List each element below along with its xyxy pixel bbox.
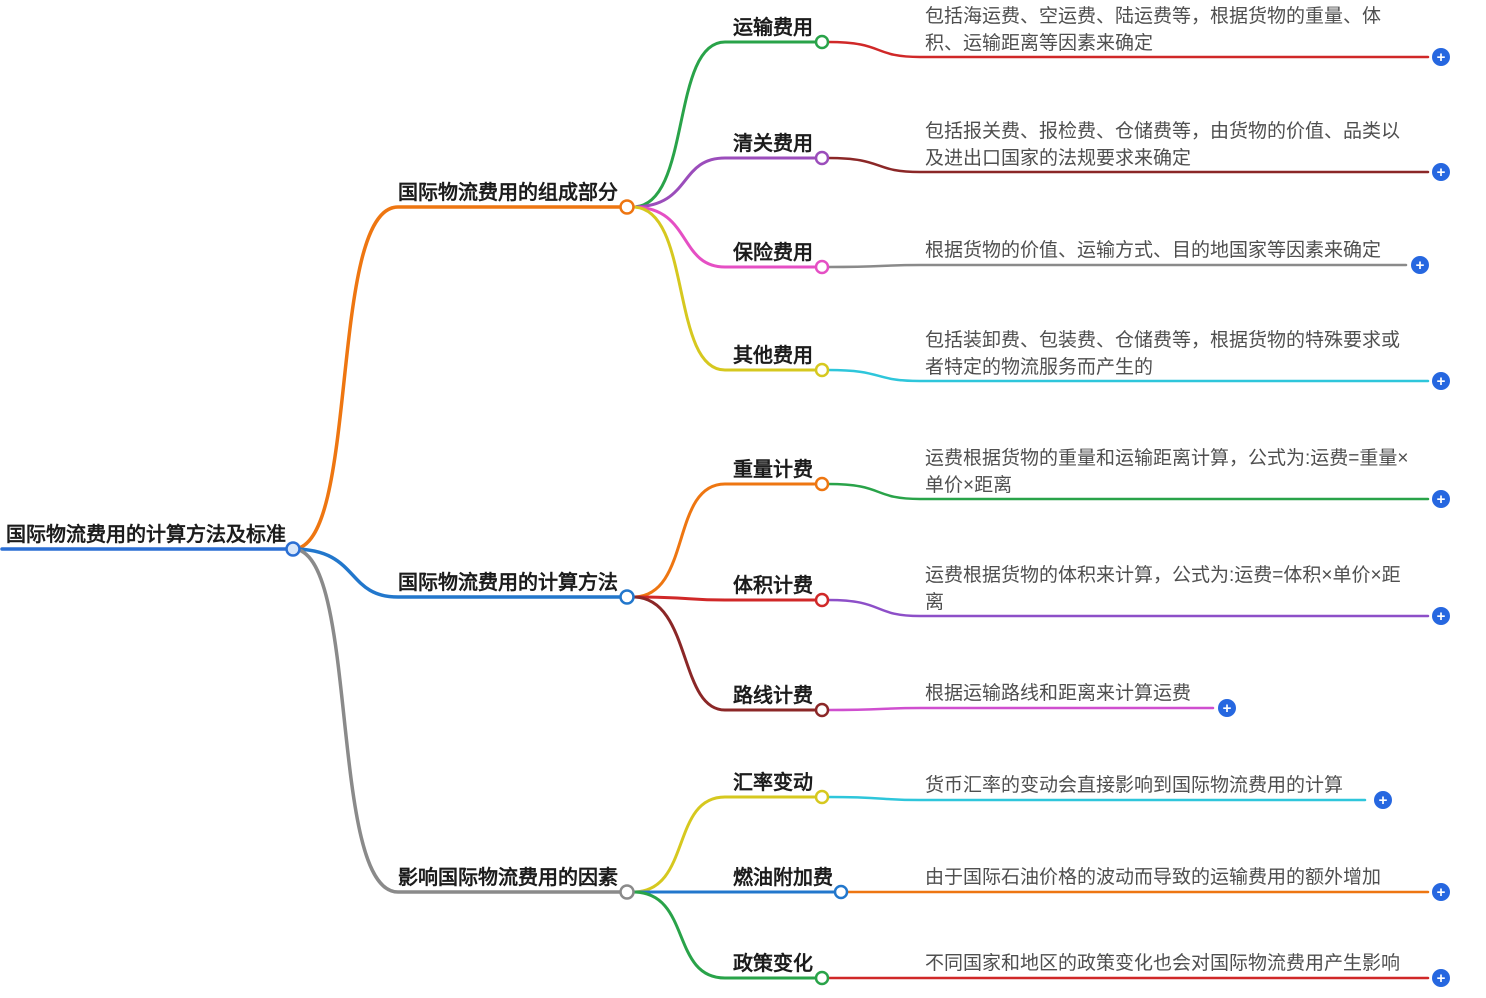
connector-transport-fee	[631, 40, 818, 209]
child-desc-fuel-surcharge[interactable]: 由于国际石油价格的波动而导致的运输费用的额外增加	[925, 867, 1382, 888]
connector-customs-fee	[631, 156, 818, 209]
child-desc-route-billing[interactable]: 根据运输路线和距离来计算运费	[925, 683, 1192, 704]
desc-line-other-fee	[826, 368, 1430, 383]
expand-icon[interactable]: +	[1218, 699, 1236, 717]
child-desc-other-fee[interactable]: 包括装卸费、包装费、仓储费等，根据货物的特殊要求或者特定的物流服务而产生的	[925, 330, 1401, 378]
branch-label-methods[interactable]: 国际物流费用的计算方法	[398, 572, 618, 594]
expand-icon[interactable]: +	[1411, 256, 1429, 274]
expand-icon[interactable]: +	[1432, 372, 1450, 390]
connector-exchange-rate	[631, 795, 818, 894]
fuel-surcharge-node-dot[interactable]	[833, 884, 849, 900]
customs-fee-node-dot[interactable]	[814, 150, 830, 166]
connector-volume-billing	[631, 595, 818, 602]
child-label-volume-billing[interactable]: 体积计费	[733, 575, 813, 597]
connector-root-factors	[291, 547, 623, 894]
root-node-label[interactable]: 国际物流费用的计算方法及标准	[6, 524, 286, 546]
child-label-weight-billing[interactable]: 重量计费	[733, 459, 813, 481]
child-desc-weight-billing[interactable]: 运费根据货物的重量和运输距离计算，公式为:运费=重量×单价×距离	[925, 448, 1409, 496]
exchange-rate-node-dot[interactable]	[814, 789, 830, 805]
expand-icon[interactable]: +	[1432, 607, 1450, 625]
child-desc-exchange-rate[interactable]: 货币汇率的变动会直接影响到国际物流费用的计算	[925, 775, 1344, 796]
branch-label-factors[interactable]: 影响国际物流费用的因素	[398, 867, 618, 889]
desc-line-insurance-fee	[826, 263, 1408, 269]
connector-root-methods	[291, 547, 623, 599]
root-node-dot[interactable]	[285, 541, 301, 557]
child-label-transport-fee[interactable]: 运输费用	[733, 17, 813, 39]
child-label-policy-change[interactable]: 政策变化	[733, 953, 813, 975]
desc-line-volume-billing	[826, 598, 1430, 618]
factors-node-dot[interactable]	[619, 884, 635, 900]
connector-other-fee	[631, 205, 818, 372]
connector-insurance-fee	[631, 205, 818, 269]
child-desc-volume-billing[interactable]: 运费根据货物的体积来计算，公式为:运费=体积×单价×距离	[925, 565, 1401, 613]
connector-root-components	[291, 205, 623, 551]
child-desc-customs-fee[interactable]: 包括报关费、报检费、仓储费等，由货物的价值、品类以及进出口国家的法规要求来确定	[925, 121, 1401, 169]
branch-label-components[interactable]: 国际物流费用的组成部分	[398, 182, 618, 204]
transport-fee-node-dot[interactable]	[814, 34, 830, 50]
route-billing-node-dot[interactable]	[814, 702, 830, 718]
child-label-fuel-surcharge[interactable]: 燃油附加费	[733, 867, 833, 889]
methods-node-dot[interactable]	[619, 589, 635, 605]
policy-change-node-dot[interactable]	[814, 970, 830, 986]
desc-line-route-billing	[826, 706, 1215, 712]
expand-icon[interactable]: +	[1432, 48, 1450, 66]
child-desc-policy-change[interactable]: 不同国家和地区的政策变化也会对国际物流费用产生影响	[925, 953, 1401, 974]
child-label-other-fee[interactable]: 其他费用	[733, 345, 813, 367]
child-label-customs-fee[interactable]: 清关费用	[733, 133, 813, 155]
child-desc-transport-fee[interactable]: 包括海运费、空运费、陆运费等，根据货物的重量、体积、运输距离等因素来确定	[925, 6, 1382, 54]
child-label-exchange-rate[interactable]: 汇率变动	[733, 772, 813, 794]
desc-line-customs-fee	[826, 156, 1430, 174]
expand-icon[interactable]: +	[1432, 883, 1450, 901]
child-label-insurance-fee[interactable]: 保险费用	[733, 242, 813, 264]
connector-policy-change	[631, 890, 818, 980]
expand-icon[interactable]: +	[1374, 791, 1392, 809]
child-label-route-billing[interactable]: 路线计费	[733, 685, 813, 707]
desc-line-weight-billing	[826, 482, 1430, 501]
insurance-fee-node-dot[interactable]	[814, 259, 830, 275]
child-desc-insurance-fee[interactable]: 根据货物的价值、运输方式、目的地国家等因素来确定	[925, 240, 1382, 261]
components-node-dot[interactable]	[619, 199, 635, 215]
connector-weight-billing	[631, 482, 818, 599]
other-fee-node-dot[interactable]	[814, 362, 830, 378]
weight-billing-node-dot[interactable]	[814, 476, 830, 492]
expand-icon[interactable]: +	[1432, 163, 1450, 181]
expand-icon[interactable]: +	[1432, 490, 1450, 508]
expand-icon[interactable]: +	[1432, 969, 1450, 987]
connector-route-billing	[631, 595, 818, 712]
desc-line-exchange-rate	[826, 795, 1367, 802]
volume-billing-node-dot[interactable]	[814, 592, 830, 608]
desc-line-transport-fee	[826, 40, 1430, 59]
